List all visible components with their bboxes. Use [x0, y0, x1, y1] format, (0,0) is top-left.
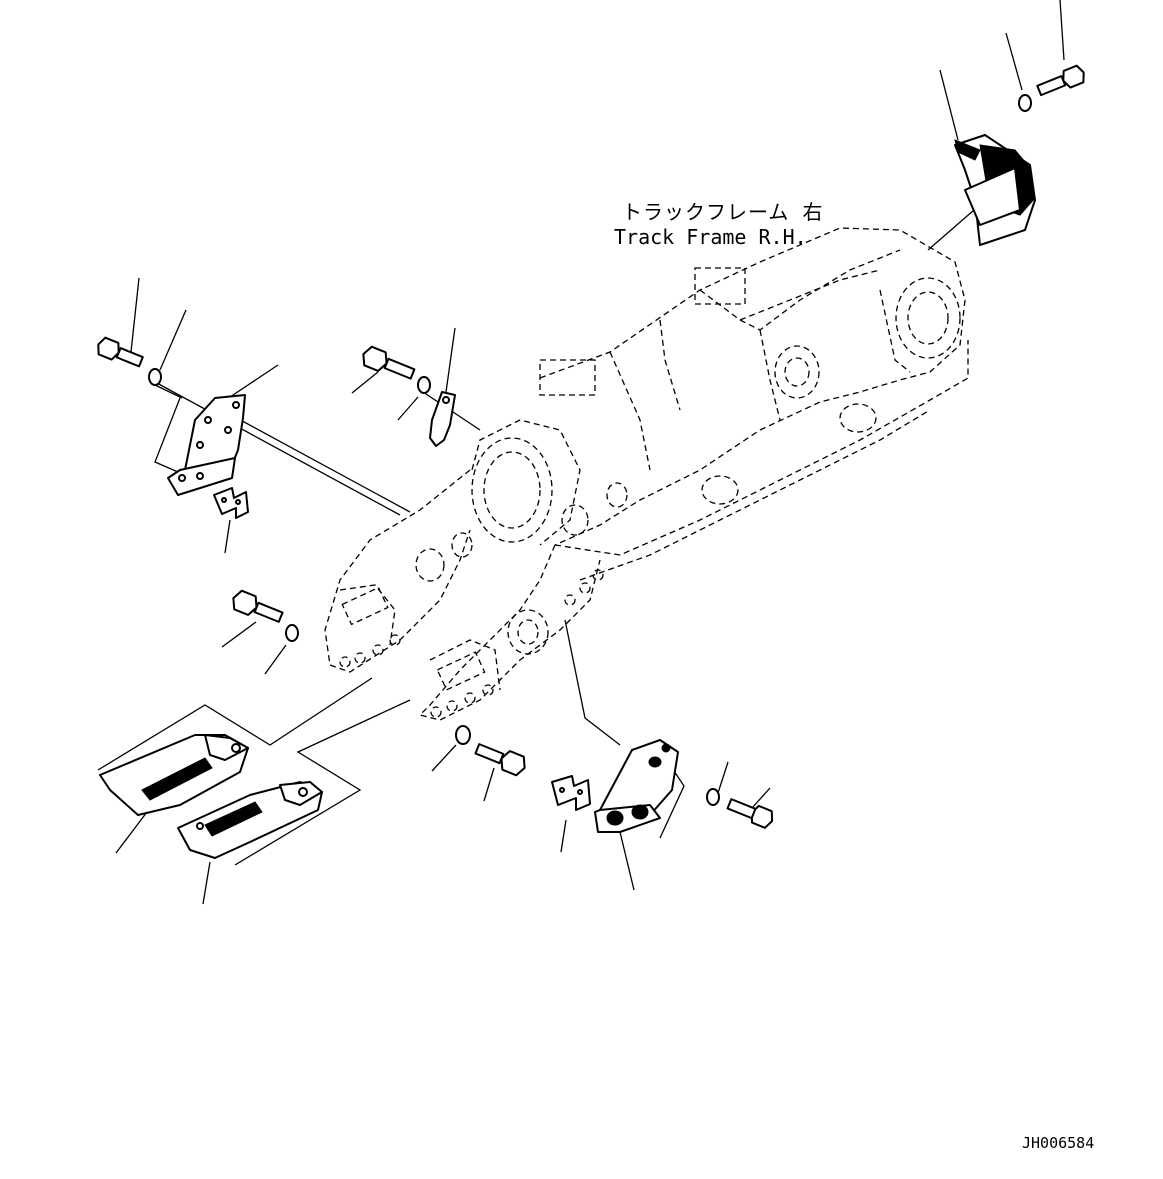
frame-label-english: Track Frame R.H. — [614, 225, 807, 249]
clip-center-upper — [429, 391, 456, 447]
track-guide-lower-center — [177, 781, 323, 859]
guard-upper-right — [954, 134, 1036, 246]
bolt-lower-right — [726, 798, 774, 829]
frame-label-japanese: トラックフレーム 右 — [622, 200, 823, 224]
bolt-lower-center — [474, 743, 526, 777]
washer-upper-right — [1018, 94, 1032, 112]
bolt-upper-left — [97, 336, 144, 368]
washer-lower-center — [455, 725, 471, 745]
washer-mid-left — [285, 624, 299, 642]
track-frame — [324, 227, 969, 721]
washer-center-upper — [417, 376, 431, 394]
drawing-code: JH006584 — [1022, 1134, 1094, 1152]
lock-plate-upper-left — [213, 487, 249, 519]
guard-plate-lower-right — [594, 739, 679, 833]
bolt-upper-right — [1036, 64, 1085, 97]
washer-upper-left — [148, 368, 162, 386]
guard-plate-upper-left — [167, 394, 246, 496]
clip-hole — [442, 396, 450, 404]
lock-plate-lower-right — [551, 775, 591, 811]
bolt-mid-left — [232, 589, 284, 623]
track-guide-lower-left — [99, 734, 249, 816]
callout-lines — [115, 0, 1065, 905]
washer-lower-right — [706, 788, 720, 806]
bolt-center-upper — [362, 345, 416, 380]
